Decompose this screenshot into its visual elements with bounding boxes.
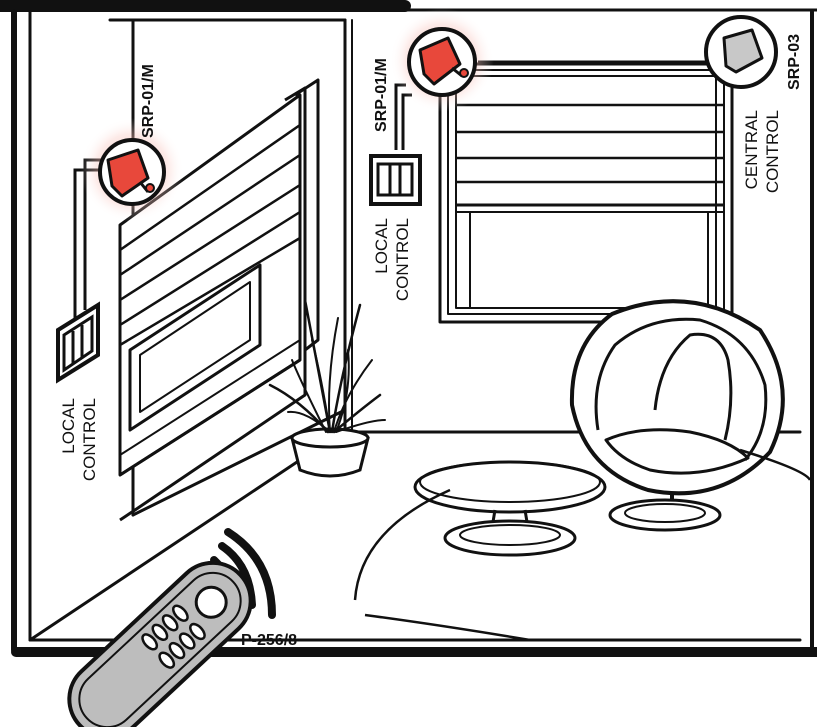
left-local-switch (58, 305, 98, 380)
svg-text:CONTROL: CONTROL (763, 110, 782, 193)
svg-text:CENTRAL: CENTRAL (742, 110, 761, 189)
egg-chair (572, 301, 783, 530)
central-control-label: CENTRAL CONTROL (742, 110, 782, 193)
central-receiver (706, 17, 776, 87)
svg-text:CONTROL: CONTROL (393, 218, 412, 301)
coffee-table (415, 462, 605, 555)
center-receiver (390, 8, 494, 112)
center-receiver-label: SRP-01/M (373, 58, 390, 132)
center-local-control-label: LOCAL CONTROL (372, 218, 412, 301)
center-window-shutter (440, 64, 732, 322)
remote-label: P-256/8 (241, 632, 297, 649)
svg-text:LOCAL: LOCAL (59, 398, 78, 454)
left-receiver (80, 118, 184, 222)
left-local-control-label: LOCAL CONTROL (59, 398, 99, 481)
svg-text:CONTROL: CONTROL (80, 398, 99, 481)
center-local-switch (371, 156, 420, 204)
central-receiver-label: SRP-03 (786, 34, 803, 90)
left-receiver-label: SRP-01/M (140, 64, 157, 138)
remote-control (54, 547, 267, 727)
svg-text:LOCAL: LOCAL (372, 218, 391, 274)
